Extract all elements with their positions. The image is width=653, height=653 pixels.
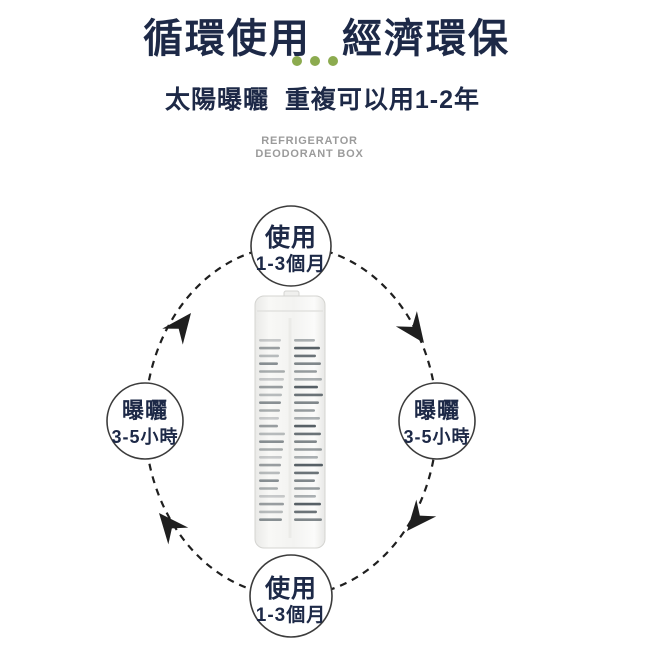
cycle-node-label: 曝曬: [122, 398, 168, 423]
caption-line-2: DEODORANT BOX: [255, 148, 364, 160]
product-vent-slots: [259, 339, 323, 521]
product-image: [254, 290, 326, 549]
cycle-node-bottom: 使用 1-3個月: [249, 554, 333, 638]
arrow-icon-top-right: [395, 311, 424, 343]
cycle-node-left: 曝曬 3-5小時: [106, 382, 184, 460]
caption-line-1: REFRIGERATOR: [261, 135, 358, 147]
cycle-node-label: 使用: [264, 223, 317, 252]
cycle-node-right: 曝曬 3-5小時: [398, 382, 476, 460]
dot-icon: [291, 56, 302, 66]
cycle-node-label: 曝曬: [414, 398, 460, 423]
arrow-icon-bottom-right: [407, 499, 437, 531]
divider-dots: [0, 56, 641, 66]
dot-icon: [327, 56, 338, 66]
cycle-node-circle: [250, 205, 332, 287]
cycle-node-sublabel: 1-3個月: [256, 253, 326, 275]
cycle-node-circle: [106, 382, 184, 460]
page-title: 循環使用 經濟環保: [142, 17, 511, 61]
english-caption: REFRIGERATOR DEODORANT BOX: [0, 135, 636, 161]
cycle-node-top: 使用 1-3個月: [250, 205, 332, 287]
cycle-node-sublabel: 1-3個月: [256, 604, 326, 626]
cycle-node-circle: [398, 382, 476, 460]
cycle-node-sublabel: 3-5小時: [403, 427, 470, 447]
subtitle: 太陽曝曬 重複可以用1-2年: [164, 86, 481, 114]
cycle-node-sublabel: 3-5小時: [111, 427, 178, 447]
arrow-icon-top-left: [162, 313, 191, 345]
cycle-node-label: 使用: [264, 574, 317, 603]
arrow-icon-bottom-left: [159, 513, 189, 545]
cycle-node-circle: [249, 554, 333, 638]
dot-icon: [309, 56, 320, 66]
